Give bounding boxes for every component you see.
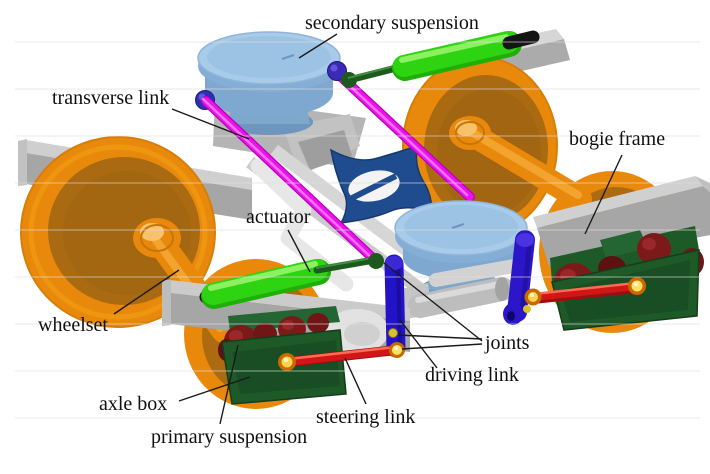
actuator-front — [199, 253, 384, 309]
beam-front-face — [537, 186, 710, 266]
beam-top-face — [533, 176, 703, 228]
leader-primary-suspension — [219, 344, 239, 425]
cylinder-body — [202, 259, 328, 305]
leader-lines — [113, 33, 623, 425]
transverse-link-front — [195, 90, 383, 268]
hub-ring — [455, 121, 485, 145]
label-actuator: actuator — [246, 206, 311, 228]
actuator-elbow — [368, 253, 384, 269]
damper-end — [495, 277, 509, 301]
air-spring-mark — [451, 223, 465, 229]
rear-axle — [455, 120, 592, 211]
damper-highlight — [415, 281, 503, 303]
link-edge — [396, 264, 402, 349]
link-hook-hole — [507, 311, 515, 321]
actuator-rod-highlight — [315, 257, 373, 269]
actuator-rod — [313, 256, 378, 274]
beam-end-face — [162, 279, 171, 326]
leader-transverse-link — [171, 108, 250, 140]
joint-pin — [523, 305, 531, 313]
fitting-highlight — [330, 64, 338, 72]
leader-secondary-suspension — [298, 33, 338, 59]
leader-actuator — [287, 229, 311, 273]
link-rod-highlight — [201, 97, 377, 263]
ball-joint-glint — [394, 346, 398, 350]
axle-highlight — [464, 126, 582, 199]
cylinder-highlight — [399, 34, 509, 63]
secondary-suspension-rear — [394, 200, 528, 300]
driving-link-front — [384, 254, 406, 358]
label-joints: joints — [484, 332, 530, 354]
brake-shade — [344, 322, 380, 346]
leader-bogie-frame — [584, 154, 623, 235]
actuator-rear — [341, 30, 540, 88]
link-rod — [283, 346, 401, 366]
ball-joint-glint — [530, 293, 534, 297]
damper-cylinder-upper — [429, 259, 521, 287]
link-highlight — [532, 281, 638, 296]
primary-spring — [307, 313, 329, 333]
ball-joint-glint — [633, 281, 639, 287]
center-cross-plate — [329, 144, 433, 224]
label-primary-suspension: primary suspension — [151, 426, 307, 448]
leader-steering-link — [344, 357, 367, 405]
link-body — [507, 230, 535, 322]
leader-joints-1 — [383, 262, 483, 342]
leader-wheelset — [113, 269, 180, 315]
secondary-suspension-front — [197, 31, 341, 135]
spring-highlight — [642, 238, 656, 250]
link-rod-highlight — [333, 70, 469, 197]
cylinder-highlight — [208, 261, 318, 291]
label-transverse-link: transverse link — [52, 87, 169, 109]
label-wheelset: wheelset — [38, 314, 108, 336]
spring-highlight — [282, 320, 294, 330]
scan-bands — [15, 41, 700, 419]
cross-plate-rib — [350, 173, 398, 201]
link-top-cap — [516, 233, 534, 247]
leader-joints-2 — [397, 334, 483, 340]
leader-joints-3 — [401, 343, 483, 350]
link-highlight — [286, 345, 398, 361]
air-spring-top-inner — [404, 205, 518, 249]
cylinder-body — [393, 31, 519, 77]
steering-link-front — [278, 342, 405, 371]
label-secondary-suspension: secondary suspension — [305, 12, 479, 34]
joint-pin — [388, 328, 398, 338]
hub-ring — [140, 224, 174, 252]
ball-joint-glint — [283, 357, 289, 363]
beam-end-face — [18, 139, 27, 186]
spring-highlight — [229, 330, 243, 342]
component-labels: secondary suspension transverse link bog… — [38, 12, 665, 448]
label-driving-link: driving link — [425, 364, 519, 386]
link-top-cap — [385, 256, 403, 270]
steering-link-rear — [524, 277, 646, 306]
leader-axle-box — [178, 376, 251, 402]
label-axle-box: axle box — [99, 393, 167, 415]
wheel-rim-ring — [28, 144, 208, 320]
wheel-face-shade — [63, 171, 191, 295]
housing-bump — [600, 230, 648, 258]
beam-end-face — [695, 176, 710, 192]
bogie-3d-model — [18, 29, 710, 409]
air-spring-mark — [281, 54, 295, 60]
link-rod — [529, 282, 641, 301]
leader-driving-link — [399, 319, 438, 369]
label-bogie-frame: bogie frame — [569, 128, 665, 150]
right-axle-box — [550, 226, 704, 331]
lateral-damper — [396, 259, 521, 320]
frame-beam-right — [533, 176, 710, 266]
air-spring-top-inner — [207, 36, 331, 78]
label-steering-link: steering link — [316, 406, 415, 428]
